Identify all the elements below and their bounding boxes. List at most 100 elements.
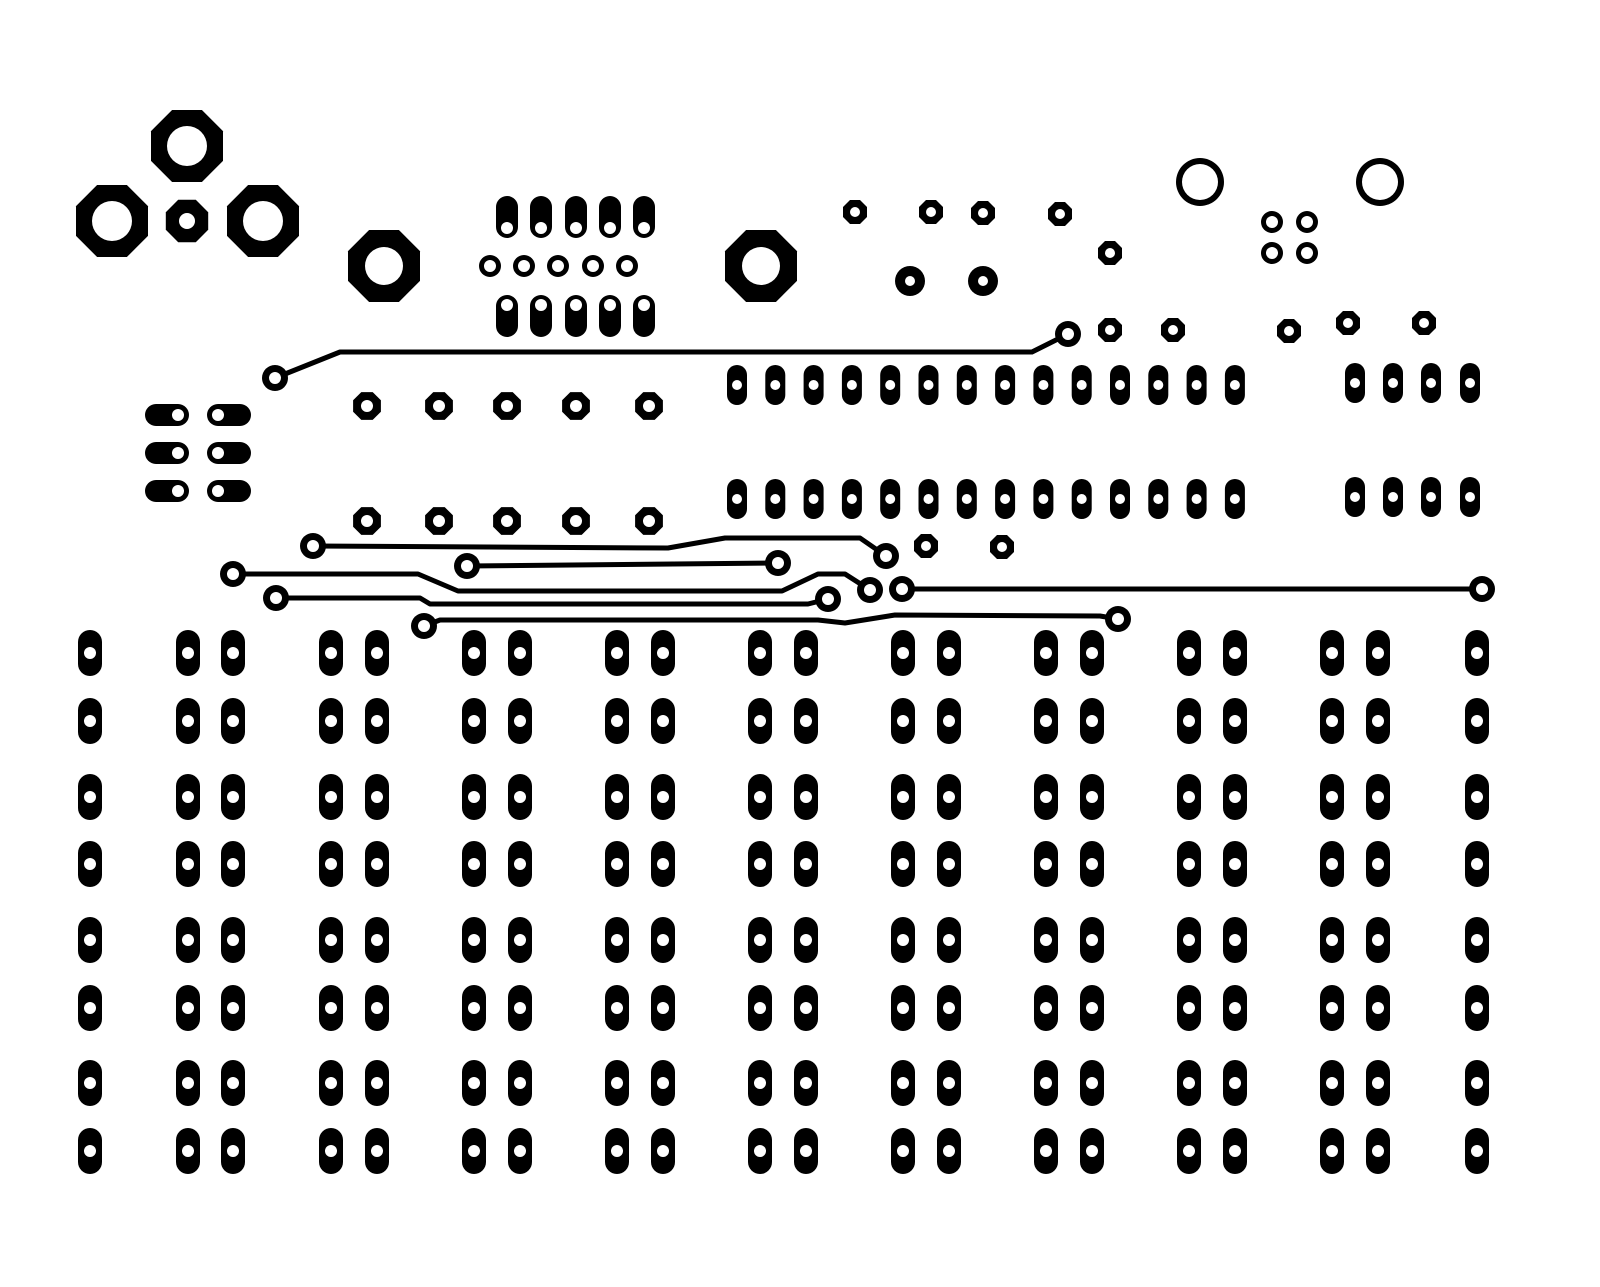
drill-hole xyxy=(371,715,383,727)
drill-hole xyxy=(269,372,281,384)
drill-hole xyxy=(1471,858,1483,870)
drill-hole xyxy=(1229,647,1241,659)
drill-hole xyxy=(1229,791,1241,803)
drill-hole xyxy=(227,858,239,870)
drill-hole xyxy=(1040,858,1052,870)
drill-hole xyxy=(1465,378,1475,388)
drill-hole xyxy=(1183,1145,1195,1157)
drill-hole xyxy=(896,583,908,595)
drill-hole xyxy=(657,1077,669,1089)
drill-hole xyxy=(433,515,445,527)
drill-hole xyxy=(1476,583,1488,595)
drill-hole xyxy=(800,858,812,870)
drill-hole xyxy=(371,647,383,659)
drill-hole xyxy=(943,715,955,727)
drill-hole xyxy=(371,934,383,946)
drill-hole xyxy=(212,447,224,459)
drill-hole xyxy=(1471,1077,1483,1089)
drill-hole xyxy=(1000,494,1011,504)
drill-hole xyxy=(1086,858,1098,870)
drill-hole xyxy=(611,715,623,727)
drill-hole xyxy=(212,409,224,421)
drill-hole xyxy=(978,276,988,286)
drill-hole xyxy=(754,934,766,946)
drill-hole xyxy=(514,791,526,803)
drill-hole xyxy=(1326,1077,1338,1089)
drill-hole xyxy=(227,1002,239,1014)
drill-hole xyxy=(1115,494,1125,504)
trace xyxy=(464,560,781,569)
drill-hole xyxy=(1229,858,1241,870)
drill-hole xyxy=(1266,216,1278,228)
drill-hole xyxy=(172,485,184,497)
drill-hole xyxy=(643,400,655,412)
drill-hole xyxy=(1183,791,1195,803)
drill-hole xyxy=(897,1145,909,1157)
drill-hole xyxy=(978,208,988,218)
drill-hole xyxy=(808,494,819,504)
drill-hole xyxy=(325,934,337,946)
trace xyxy=(272,331,1071,381)
drill-hole xyxy=(501,400,513,412)
drill-hole xyxy=(468,1077,480,1089)
drill-hole xyxy=(418,620,430,632)
drill-hole xyxy=(1471,791,1483,803)
drill-hole xyxy=(325,647,337,659)
drill-hole xyxy=(1471,1002,1483,1014)
trace xyxy=(310,535,889,559)
drill-hole xyxy=(1372,791,1384,803)
drill-hole xyxy=(621,260,633,272)
drill-hole xyxy=(1284,326,1294,336)
drill-hole xyxy=(742,247,780,285)
drill-hole xyxy=(657,1002,669,1014)
drill-hole xyxy=(461,560,473,572)
drill-hole xyxy=(468,934,480,946)
drill-hole xyxy=(800,647,812,659)
drill-hole xyxy=(172,447,184,459)
drill-hole xyxy=(1183,858,1195,870)
drill-hole xyxy=(1105,248,1115,258)
trace xyxy=(273,595,831,607)
drill-hole xyxy=(1040,715,1052,727)
drill-hole xyxy=(1040,647,1052,659)
drill-hole xyxy=(1229,494,1240,504)
drill-hole xyxy=(1040,1145,1052,1157)
drill-hole xyxy=(772,557,784,569)
drill-hole xyxy=(243,201,283,241)
drill-hole xyxy=(638,222,650,234)
drill-hole xyxy=(570,299,582,311)
drill-hole xyxy=(570,222,582,234)
drill-hole xyxy=(468,1145,480,1157)
drill-hole xyxy=(1153,380,1164,390)
drill-hole xyxy=(1086,1145,1098,1157)
drill-hole xyxy=(1372,647,1384,659)
drill-hole xyxy=(1362,164,1398,200)
trace xyxy=(421,612,1121,629)
drill-hole xyxy=(514,934,526,946)
drill-hole xyxy=(1419,318,1429,328)
drill-hole xyxy=(1388,492,1398,502)
drill-hole xyxy=(897,858,909,870)
drill-hole xyxy=(1040,934,1052,946)
drill-hole xyxy=(1326,647,1338,659)
drill-hole xyxy=(212,485,224,497)
drill-hole xyxy=(921,541,931,551)
drill-hole xyxy=(754,1077,766,1089)
drill-hole xyxy=(897,647,909,659)
drill-hole xyxy=(961,494,972,504)
drill-hole xyxy=(800,1002,812,1014)
drill-hole xyxy=(800,1077,812,1089)
drill-hole xyxy=(514,1077,526,1089)
drill-hole xyxy=(1086,715,1098,727)
drill-hole xyxy=(1301,216,1313,228)
drill-hole xyxy=(84,647,96,659)
drill-hole xyxy=(1183,934,1195,946)
drill-hole xyxy=(514,1002,526,1014)
drill-hole xyxy=(880,550,892,562)
drill-hole xyxy=(943,1002,955,1014)
drill-hole xyxy=(997,542,1007,552)
drill-hole xyxy=(84,791,96,803)
drill-hole xyxy=(657,934,669,946)
drill-hole xyxy=(570,400,582,412)
drill-hole xyxy=(754,647,766,659)
